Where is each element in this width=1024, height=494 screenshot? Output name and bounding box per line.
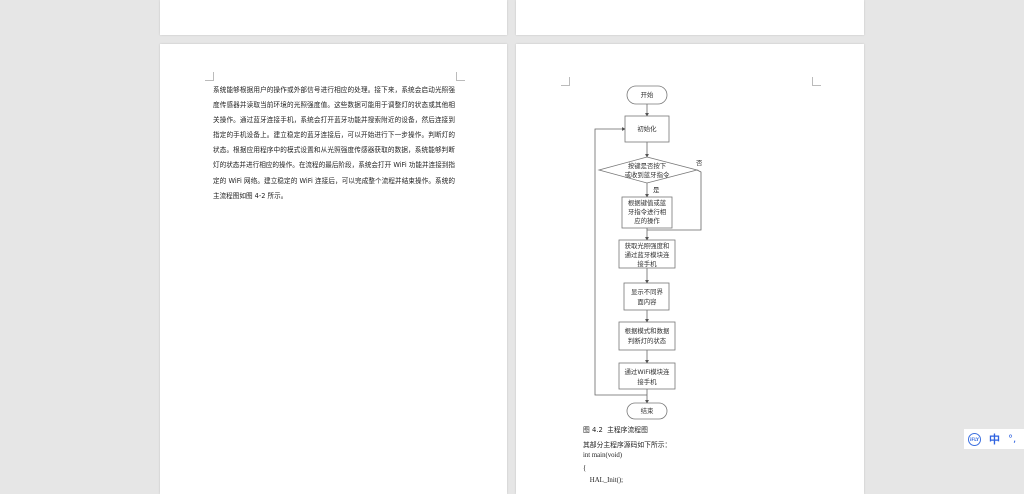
init-label: 初始化: [637, 124, 657, 133]
code-line: HAL_Init();: [583, 477, 624, 484]
end-label: 结束: [641, 406, 654, 415]
step4-label: 根据模式和数据: [625, 326, 670, 335]
decision-label: 按键是否按下: [628, 161, 667, 170]
page-top-left: [160, 0, 507, 35]
start-node: [626, 85, 668, 105]
intro-text: 其部分主程序源码如下所示：: [583, 441, 672, 449]
step1-label: 牙指令进行相: [628, 207, 666, 216]
step3-node: [623, 282, 670, 311]
step1-node: [621, 196, 673, 229]
ime-toolbar[interactable]: iFLY 中 °,: [964, 429, 1024, 449]
step2-label: 获取光照强度和: [625, 241, 670, 250]
step5-label: 通过WiFi模块连: [625, 367, 671, 376]
flowchart: 开始 初始化 按键是否按下 或收到蓝牙指令 根据键值或蓝 牙指令进行相 应的操作…: [594, 85, 703, 420]
body-paragraph: 系统能够根据用户的操作或外部信号进行相应的处理。接下来，系统会启动光照强度传感器…: [213, 86, 455, 200]
page-top-right: [516, 0, 864, 35]
decision-node: [597, 156, 699, 184]
start-label: 开始: [641, 90, 654, 99]
step2-label: 通过蓝牙模块连: [625, 250, 670, 259]
step3-label: 显示不同界: [631, 288, 664, 296]
end-node: [626, 402, 668, 420]
code-line: int main(void): [583, 452, 623, 459]
step3-label: 面内容: [637, 297, 657, 306]
no-label: 否: [696, 159, 703, 167]
step1-label: 根据键值或蓝: [628, 198, 667, 207]
step2-label: 接手机: [637, 259, 657, 268]
step1-label: 应的操作: [634, 216, 660, 225]
figure-caption: 图 4.2 主程序流程图: [583, 426, 648, 434]
page-left: [160, 44, 507, 494]
ifly-logo-icon[interactable]: iFLY: [968, 432, 981, 446]
page-right: [516, 44, 864, 494]
code-line: {: [583, 465, 587, 472]
decision-label: 或收到蓝牙指令: [625, 170, 670, 179]
input-mode-toggle[interactable]: 中: [989, 433, 1000, 446]
step2-node: [618, 239, 676, 269]
step4-node: [618, 321, 676, 351]
step5-node: [618, 362, 676, 390]
step4-label: 判断灯的状态: [628, 336, 667, 345]
yes-label: 是: [653, 186, 660, 194]
step5-label: 接手机: [637, 377, 657, 386]
punctuation-icon[interactable]: °,: [1008, 433, 1017, 445]
init-node: [624, 115, 670, 143]
